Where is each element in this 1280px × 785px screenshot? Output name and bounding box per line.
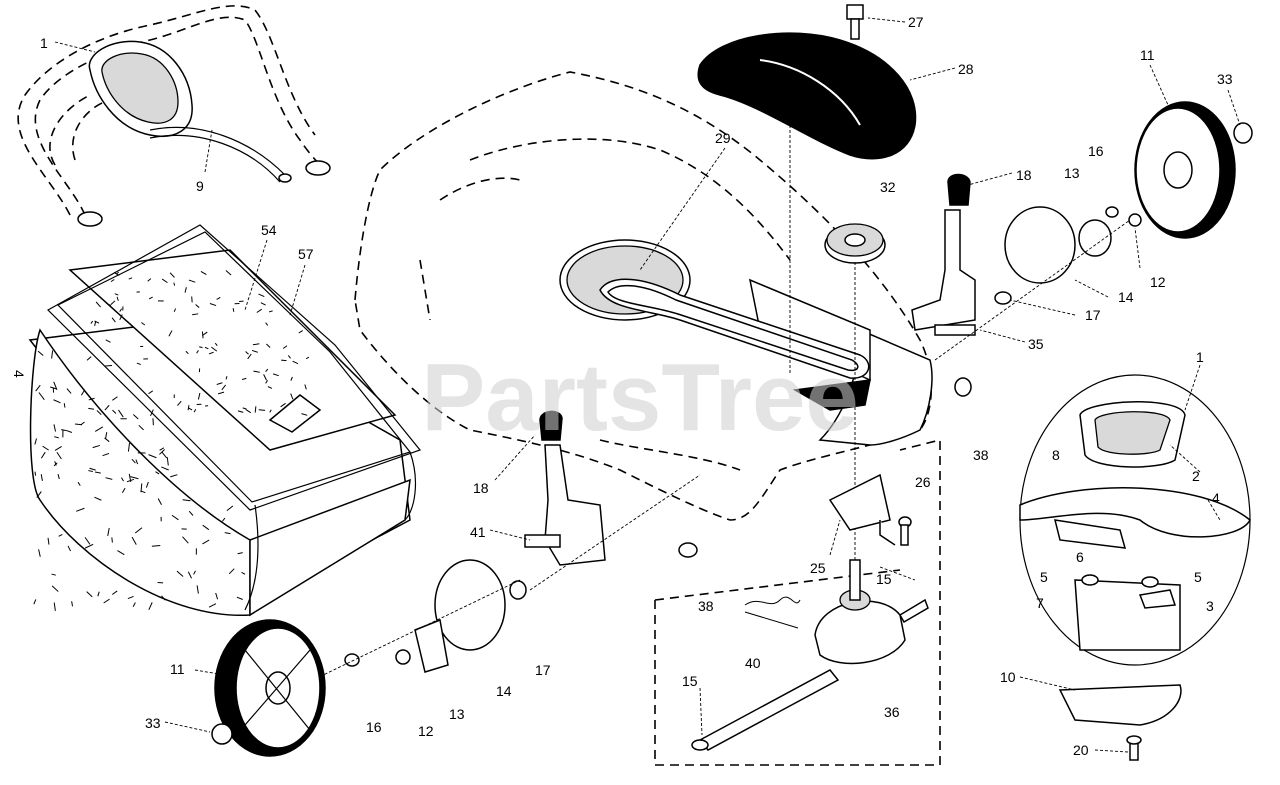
right-height-adjuster [911, 173, 976, 336]
left-wheel [211, 619, 326, 757]
watermark: PartsTree [421, 344, 859, 451]
callout-1b: 1 [1196, 349, 1204, 365]
callout-10: 10 [1000, 669, 1016, 685]
callout-41: 41 [470, 524, 486, 540]
callout-8: 8 [1052, 447, 1060, 463]
callout-16a: 16 [1088, 143, 1104, 159]
pulley [824, 223, 886, 560]
mower-deck [354, 71, 933, 521]
callout-26: 26 [915, 474, 931, 490]
bag-mesh-texture [33, 270, 310, 611]
callout-38a: 38 [973, 447, 989, 463]
callout-40: 40 [745, 655, 761, 671]
callout-27: 27 [908, 14, 924, 30]
handle-control-inset [1019, 374, 1251, 666]
callout-12b: 12 [418, 723, 434, 739]
callout-13b: 13 [449, 706, 465, 722]
callout-54: 54 [261, 222, 277, 238]
callout-7: 7 [1036, 595, 1044, 611]
callout-17a: 17 [1085, 307, 1101, 323]
callout-11a: 11 [1140, 47, 1155, 63]
callout-16b: 16 [366, 719, 382, 735]
right-wheel-hub-parts [934, 206, 1142, 397]
callout-14b: 14 [496, 683, 512, 699]
callout-6: 6 [1076, 549, 1084, 565]
callout-33b: 33 [145, 715, 161, 731]
left-height-adjuster [524, 410, 701, 591]
callout-17b: 17 [535, 662, 551, 678]
belt-cover [697, 4, 917, 375]
callout-2: 2 [1192, 468, 1200, 484]
callout-15b: 15 [682, 673, 698, 689]
callout-36: 36 [884, 704, 900, 720]
callout-1: 1 [40, 35, 48, 51]
left-wheel-hub-parts [229, 559, 527, 721]
callout-4a: 4 [11, 370, 27, 378]
callout-labels: 1 9 54 57 4 29 27 28 11 33 32 18 13 16 1… [11, 14, 1233, 758]
callout-33a: 33 [1217, 71, 1233, 87]
callout-29: 29 [715, 130, 731, 146]
callout-28: 28 [958, 61, 974, 77]
callout-9: 9 [196, 178, 204, 194]
callout-35: 35 [1028, 336, 1044, 352]
callout-14a: 14 [1118, 289, 1134, 305]
callout-20: 20 [1073, 742, 1089, 758]
callout-15a: 15 [876, 571, 892, 587]
callout-3: 3 [1206, 598, 1214, 614]
callout-25: 25 [810, 560, 826, 576]
callout-12a: 12 [1150, 274, 1166, 290]
callout-18a: 18 [1016, 167, 1032, 183]
callout-5b: 5 [1194, 569, 1202, 585]
handle-assembly [17, 5, 331, 227]
callout-4b: 4 [1212, 490, 1220, 506]
callout-32: 32 [880, 179, 896, 195]
drive-axle-assembly [654, 438, 941, 766]
right-wheel [1134, 101, 1253, 239]
callout-57: 57 [298, 246, 314, 262]
callout-38b: 38 [698, 598, 714, 614]
handle-cover-lower [1058, 684, 1182, 761]
callout-5a: 5 [1040, 569, 1048, 585]
callout-leaders [54, 17, 1241, 753]
grass-catcher-bag [28, 224, 422, 617]
callout-18b: 18 [473, 480, 489, 496]
callout-11b: 11 [170, 661, 185, 677]
callout-13a: 13 [1064, 165, 1080, 181]
